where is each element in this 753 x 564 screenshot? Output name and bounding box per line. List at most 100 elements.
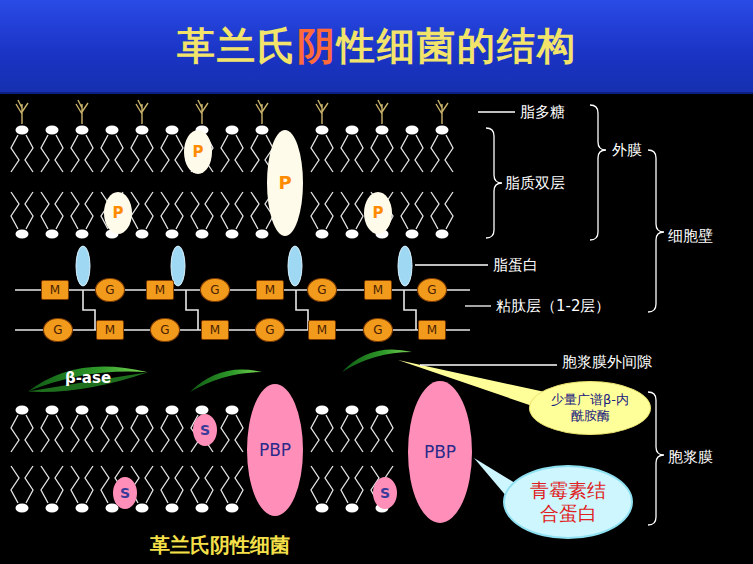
penicillin-binding-protein: PBP (408, 381, 472, 523)
lipid-head (166, 126, 179, 135)
murnac-unit: M (364, 280, 392, 300)
membrane-protein: S (373, 477, 397, 509)
beta-lactamase (342, 350, 412, 373)
node-text: G (160, 323, 169, 337)
node-text: M (265, 283, 275, 297)
lipid-tail (41, 135, 63, 172)
lipid-tail (11, 135, 33, 172)
lipid-tail (131, 192, 153, 229)
membrane-protein: S (113, 477, 137, 509)
part-label: 脂多糖 (520, 103, 565, 121)
lipid-head (16, 126, 29, 135)
lipoprotein (288, 246, 302, 286)
glcnac-unit: G (307, 278, 337, 303)
lipid-tail (341, 135, 363, 172)
lipid-head (16, 504, 29, 513)
lps-chain (76, 100, 88, 124)
lipid-tail (341, 466, 363, 503)
lipid-tail (341, 415, 363, 452)
lps-chain (436, 100, 448, 124)
lipid-head (256, 230, 269, 239)
lipid-tail (131, 415, 153, 452)
node-text: S (380, 485, 390, 502)
lipopolysaccharide (16, 100, 448, 124)
lps-chain (256, 100, 268, 124)
glcnac-unit: G (200, 278, 230, 303)
lipid-tail (41, 466, 63, 503)
lipid-tail (131, 135, 153, 172)
lipid-tail (11, 415, 33, 452)
lipid-head (106, 406, 119, 415)
lps-chain (376, 100, 388, 124)
node-text: M (105, 323, 115, 337)
crescent-fill (28, 366, 148, 391)
node-text: G (105, 283, 114, 297)
leader-line (478, 111, 515, 112)
lipid-head (136, 230, 149, 239)
node-text: PBP (424, 442, 456, 462)
porin: P (364, 192, 392, 234)
part-label: 脂蛋白 (493, 256, 538, 274)
callout-bubble: 青霉素结合蛋白 (503, 465, 633, 539)
node-text: M (317, 323, 327, 337)
lipid-head (436, 230, 449, 239)
murnac-unit: M (308, 320, 336, 340)
lipid-tail (71, 415, 93, 452)
murnac-unit: M (96, 320, 124, 340)
lipid-head (76, 504, 89, 513)
beta-lactamase (190, 370, 262, 393)
lipid-tail (311, 192, 333, 229)
lps-chain (16, 100, 28, 124)
figure-caption: 革兰氏阴性细菌 (150, 532, 290, 559)
lipid-tail (431, 135, 453, 172)
lipid-tail (221, 192, 243, 229)
murnac-unit: M (418, 320, 446, 340)
glcnac-unit: G (95, 278, 125, 303)
glycan-strand (15, 329, 470, 331)
lipid-head (256, 126, 269, 135)
lipoprotein (398, 246, 412, 286)
porin: P (184, 130, 212, 174)
peptide-crosslink (404, 290, 416, 330)
node-text: S (200, 422, 210, 439)
peptidoglycan-chains (15, 290, 470, 330)
node-text: G (265, 323, 274, 337)
lipid-tail (41, 192, 63, 229)
lipid-tail (161, 135, 183, 172)
beta-lactamase-crescents (190, 350, 412, 393)
lipid-head (376, 406, 389, 415)
lipid-tail (71, 135, 93, 172)
node-text: 青霉素结合蛋白 (528, 479, 608, 525)
glcnac-unit: G (417, 278, 447, 303)
lipid-tail (311, 135, 333, 172)
lipid-head (106, 126, 119, 135)
lipid-head (196, 230, 209, 239)
peptide-crosslink (186, 290, 198, 330)
node-text: M (210, 323, 220, 337)
lipid-head (16, 230, 29, 239)
node-text: G (317, 283, 326, 297)
lipid-tail (341, 192, 363, 229)
lipid-head (136, 406, 149, 415)
node-text: P (113, 204, 124, 222)
lipid-head (346, 230, 359, 239)
node-text: M (427, 323, 437, 337)
lipid-head (376, 126, 389, 135)
lipid-head (46, 126, 59, 135)
part-label: 外膜 (612, 141, 642, 159)
lipid-tail (101, 415, 123, 452)
lipid-head (166, 230, 179, 239)
lipid-head (76, 230, 89, 239)
lipid-head (316, 230, 329, 239)
leader-line (415, 264, 488, 265)
lipid-tail (311, 466, 333, 503)
node-text: P (373, 204, 384, 222)
lps-chain (196, 100, 208, 124)
lipid-tail (221, 135, 243, 172)
brace (590, 105, 606, 240)
lipid-head (46, 504, 59, 513)
callout-bubble: 少量广谱β-内酰胺酶 (529, 381, 651, 435)
lipid-tail (161, 415, 183, 452)
lipid-head (226, 504, 239, 513)
lipid-tail (71, 192, 93, 229)
